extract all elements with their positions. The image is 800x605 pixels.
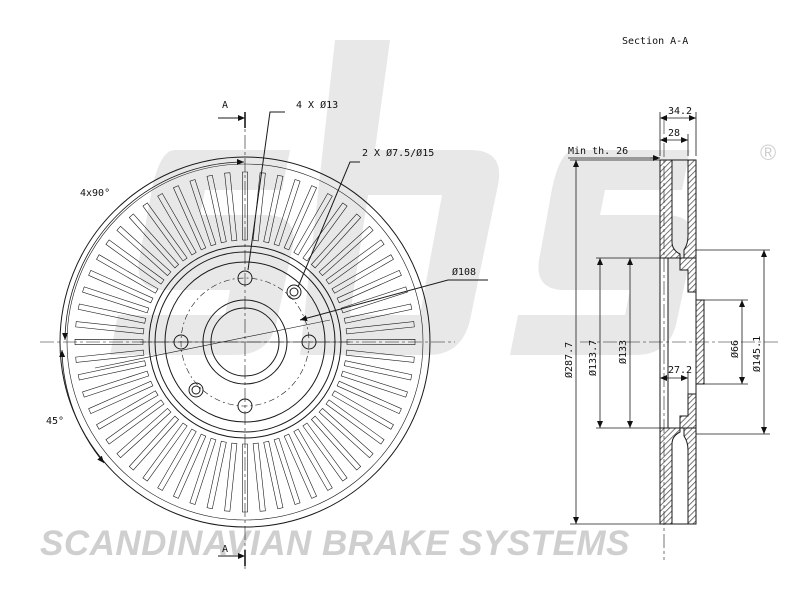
vane-slot <box>105 399 165 445</box>
section-label-top: A <box>222 100 228 111</box>
vane-slot <box>252 442 266 512</box>
vane-slot <box>82 370 150 398</box>
vane-slot <box>263 174 284 244</box>
vane-slot <box>283 185 317 251</box>
pin-hole-outer-2 <box>188 382 204 398</box>
angle-arc-45 <box>59 349 105 464</box>
right-plate-lower-section <box>683 427 697 525</box>
vane-slot <box>302 422 348 482</box>
vane-slot <box>128 415 180 471</box>
vane-slot <box>302 202 348 262</box>
registered-mark: ® <box>760 140 776 165</box>
pin-holes-label: 2 X Ø7.5/Ø15 <box>362 147 434 159</box>
vane-slot <box>273 437 301 505</box>
pcd-label: Ø108 <box>452 266 476 278</box>
dia-66-label: Ø66 <box>729 340 741 358</box>
vane-slot <box>157 428 197 491</box>
disc-front-view <box>40 111 488 570</box>
section-label-bottom: A <box>222 544 228 555</box>
vane-slot <box>340 286 408 314</box>
vane-slot <box>142 422 188 482</box>
vane-slot <box>310 213 362 269</box>
vane-slot <box>331 254 394 294</box>
angle-45-label: 45° <box>46 416 64 427</box>
vane-slot <box>206 440 227 510</box>
disc-section-view <box>580 120 780 560</box>
vane-slot <box>331 390 394 430</box>
vane-slot <box>346 338 416 346</box>
vane-slot <box>77 360 147 381</box>
vane-slot <box>340 370 408 398</box>
dia-145-1-label: Ø145.1 <box>751 336 763 372</box>
vane-slot <box>224 442 238 512</box>
pcd-leader <box>299 279 488 322</box>
vane-slot <box>336 270 402 304</box>
diagonal-centerline <box>94 319 331 369</box>
pin-hole-leader <box>297 161 360 288</box>
angle-90-label: 4x90° <box>80 188 110 199</box>
vane-slot <box>189 437 217 505</box>
vane-slot <box>88 380 154 414</box>
dia-133-label: Ø133 <box>617 340 629 364</box>
pin-hole-outer-1 <box>286 284 302 300</box>
vane-slot <box>293 193 333 256</box>
vane-slot <box>173 433 207 499</box>
vane-slot <box>343 303 413 324</box>
vane-slot <box>325 399 385 445</box>
vane-slot <box>336 380 402 414</box>
vane-slot <box>318 225 374 277</box>
vane-slot <box>96 390 159 430</box>
width-overall-label: 34.2 <box>668 106 692 117</box>
vane-slot <box>325 239 385 285</box>
pin-hole-inner-1 <box>289 287 299 297</box>
left-plate-upper-section <box>659 159 681 259</box>
vane-slot <box>273 179 301 247</box>
vane-slot <box>252 172 266 242</box>
vane-slot <box>241 443 249 513</box>
hat-section <box>679 257 705 429</box>
section-view-labels: Section A-A 34.2 28 Min th. 26 27.2 Ø287… <box>563 36 763 378</box>
section-dimensions <box>568 112 770 525</box>
vane-slot <box>345 349 415 363</box>
vane-slot <box>116 407 172 459</box>
pin-hole-inner-2 <box>191 385 201 395</box>
vane-slot <box>293 428 333 491</box>
vane-slot <box>310 415 362 471</box>
watermark-company-text: SCANDINAVIAN BRAKE SYSTEMS <box>40 524 630 563</box>
section-title: Section A-A <box>622 36 688 47</box>
vane-slot <box>263 440 284 510</box>
angle-arc-90 <box>62 159 245 341</box>
sbs-watermark-logo <box>110 40 694 355</box>
left-plate-lower-section <box>659 427 681 525</box>
vane-slot <box>318 407 374 459</box>
vane-slot <box>283 433 317 499</box>
dia-133-7-label: Ø133.7 <box>587 340 599 376</box>
dia-outer-label: Ø287.7 <box>563 342 575 378</box>
vane-slot <box>82 286 150 314</box>
min-thickness-label: Min th. 26 <box>568 146 628 157</box>
width-disc-label: 28 <box>668 128 680 139</box>
hat-depth-label: 27.2 <box>668 365 692 376</box>
vane-slot <box>343 360 413 381</box>
vane-slot <box>345 321 415 335</box>
bolt-holes-label: 4 X Ø13 <box>296 99 338 111</box>
front-view-labels: A A 4 X Ø13 2 X Ø7.5/Ø15 Ø108 4x90° 45° <box>46 99 476 555</box>
bolt-hole-leader <box>247 111 285 271</box>
